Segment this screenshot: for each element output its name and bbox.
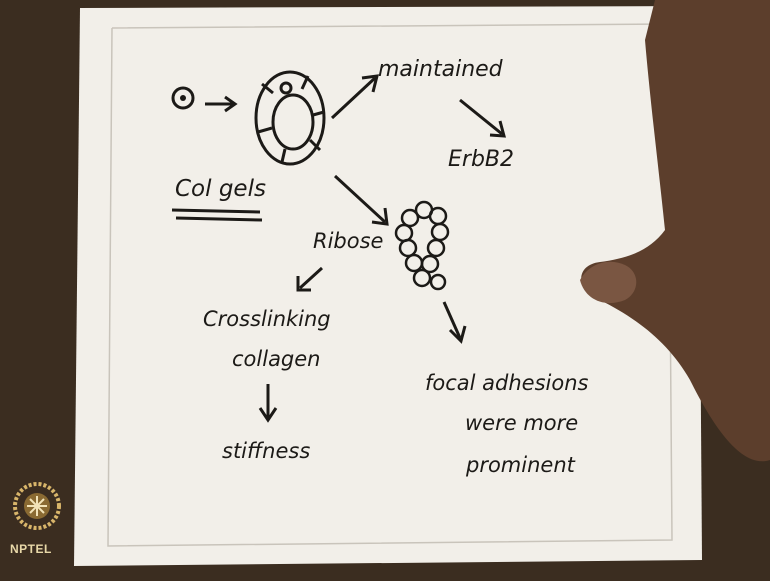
col-gels-underline-2 — [176, 218, 262, 220]
label-focal-adhesions: focal adhesions — [425, 371, 589, 395]
label-prominent: prominent — [465, 453, 576, 477]
label-stiffness: stiffness — [222, 439, 310, 463]
col-gels-underline — [172, 210, 260, 212]
label-were-more: were more — [465, 411, 578, 435]
label-crosslinking: Crosslinking — [203, 307, 331, 331]
label-ribose: Ribose — [313, 229, 383, 253]
nptel-logo-icon — [10, 476, 64, 538]
nptel-logo: NPTEL — [10, 476, 64, 566]
nptel-logo-text: NPTEL — [10, 542, 70, 556]
label-collagen: collagen — [232, 347, 321, 371]
label-col-gels: Col gels — [175, 176, 266, 202]
label-maintained: maintained — [378, 57, 504, 82]
label-erbb2: ErbB2 — [448, 147, 514, 172]
